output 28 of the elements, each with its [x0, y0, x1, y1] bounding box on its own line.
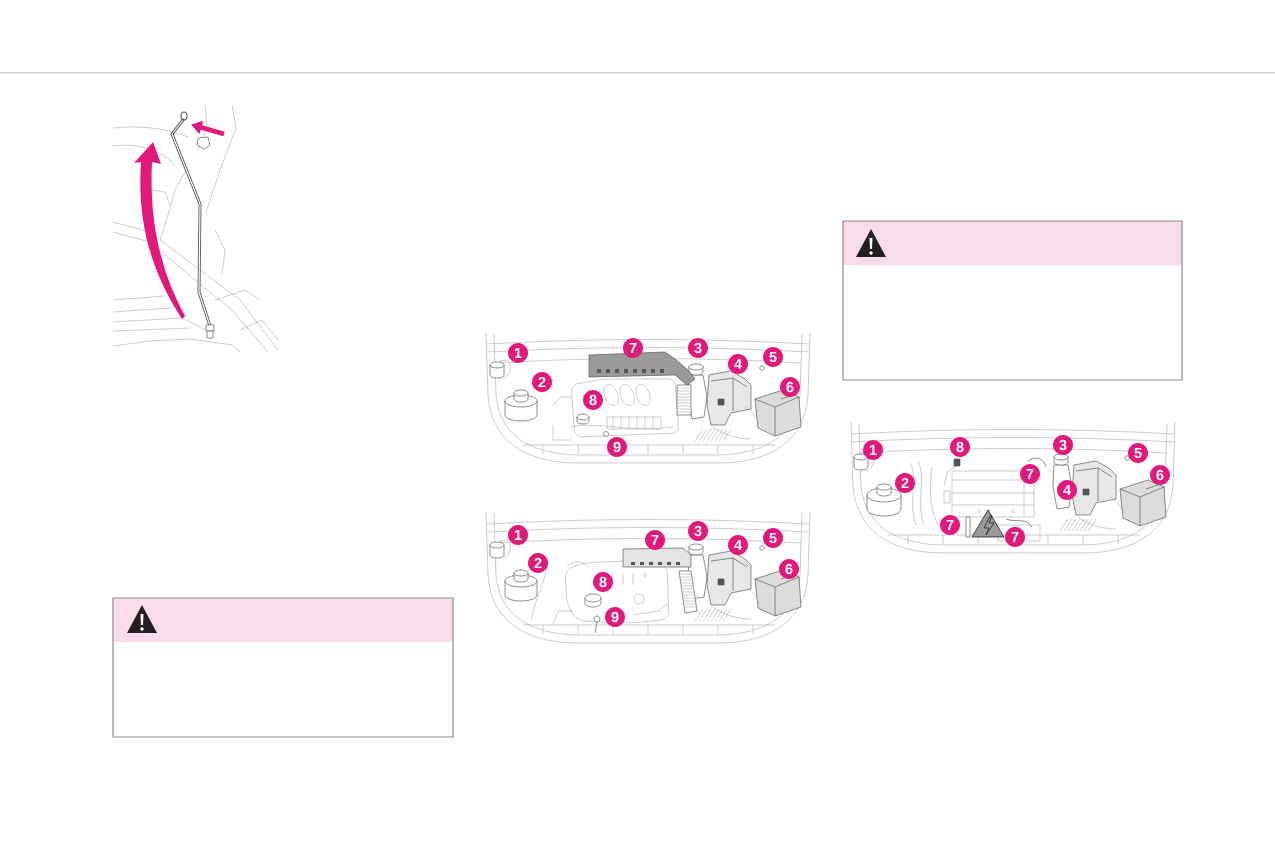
callout-number: 9: [607, 437, 627, 457]
callout-number: 1: [508, 343, 528, 363]
callout-number: 8: [593, 572, 613, 592]
callout-number: 3: [688, 521, 708, 541]
callout-number: 1: [508, 525, 528, 545]
callout-number: 7: [1005, 527, 1025, 547]
callout-number: 5: [763, 347, 783, 367]
callout-number: 6: [779, 559, 799, 579]
callout-number: 4: [728, 354, 748, 374]
callout-number: 7: [940, 515, 960, 535]
callout-number: 8: [583, 390, 603, 410]
callout-number: 4: [1057, 480, 1077, 500]
callout-number: 6: [780, 377, 800, 397]
callout-number: 5: [1128, 443, 1148, 463]
callout-number: 7: [623, 338, 643, 358]
callout-number: 2: [532, 372, 552, 392]
callout-number: 9: [605, 607, 625, 627]
callout-number: 2: [895, 473, 915, 493]
callout-number: 5: [763, 528, 783, 548]
callout-number: 8: [950, 437, 970, 457]
callout-number: 3: [1053, 435, 1073, 455]
callout-number: 4: [728, 535, 748, 555]
callout-number: 7: [1020, 464, 1040, 484]
callout-number: 7: [645, 530, 665, 550]
callout-number: 3: [688, 338, 708, 358]
callout-number: 1: [863, 440, 883, 460]
callout-number: 2: [528, 553, 548, 573]
callout-number: 6: [1150, 465, 1170, 485]
